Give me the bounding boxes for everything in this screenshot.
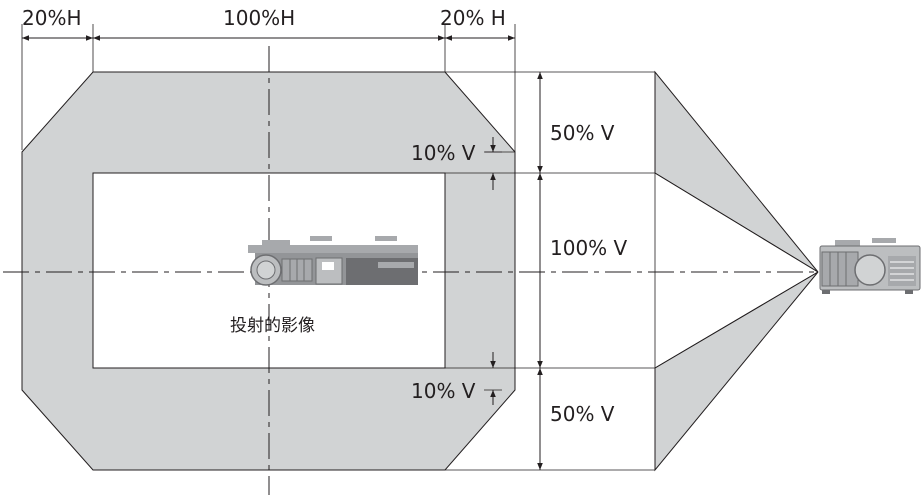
label-h-right: 20% H <box>440 6 506 30</box>
projection-cone-lower <box>654 271 819 472</box>
label-v-top: 50% V <box>550 121 615 145</box>
label-v-bottom: 50% V <box>550 402 615 426</box>
label-h-left: 20%H <box>22 6 82 30</box>
label-v-bottom-offset: 10% V <box>411 379 476 403</box>
label-projected-image: 投射的影像 <box>230 316 315 336</box>
projector-front-view-icon <box>819 238 921 294</box>
label-h-center: 100%H <box>223 6 295 30</box>
projector-top-view-icon <box>248 236 418 286</box>
label-v-center: 100% V <box>550 236 628 260</box>
label-v-top-offset: 10% V <box>411 141 476 165</box>
projection-cone-upper <box>654 70 819 273</box>
